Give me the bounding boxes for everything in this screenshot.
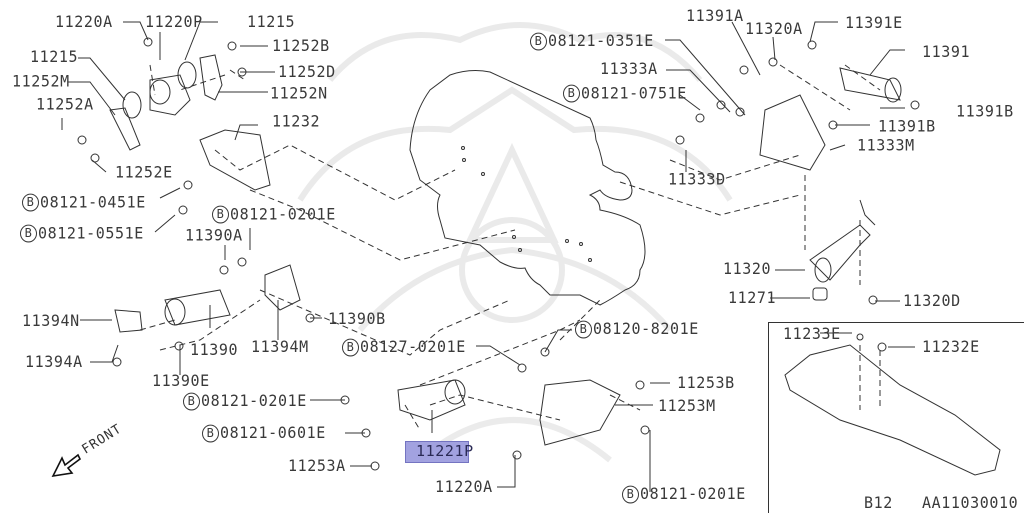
bracket-11394N — [114, 309, 143, 333]
diagram-id-label: AA11030010 — [922, 493, 1019, 513]
part-label-11220A[interactable]: 11220A — [55, 12, 113, 32]
part-label-11391B-right[interactable]: 11391B — [956, 101, 1014, 121]
bracket-11232 — [199, 129, 271, 191]
part-label-11232E[interactable]: 11232E — [922, 337, 980, 357]
part-label-11271[interactable]: 11271 — [728, 288, 777, 308]
bolt-b-icon: B — [212, 205, 229, 224]
part-label-11394N[interactable]: 11394N — [22, 311, 80, 331]
highlighted-part-box[interactable] — [405, 441, 469, 463]
part-label-11390[interactable]: 11390 — [190, 340, 239, 360]
part-label-11232[interactable]: 11232 — [272, 111, 321, 131]
part-label-11233E[interactable]: 11233E — [783, 324, 841, 344]
fasteners — [77, 37, 920, 471]
washer-11215-right — [177, 61, 197, 89]
part-label-11333D[interactable]: 11333D — [668, 169, 726, 189]
bolt-b-icon: B — [202, 424, 219, 443]
mount-11390 — [164, 289, 231, 326]
bolt-b-icon: B — [22, 193, 39, 212]
part-label-11390E[interactable]: 11390E — [152, 371, 210, 391]
part-label-11391A[interactable]: 11391A — [686, 6, 744, 26]
bolt-b-icon: B — [183, 392, 200, 411]
part-label-11253A[interactable]: 11253A — [288, 456, 346, 476]
part-label-11220P[interactable]: 11220P — [145, 12, 203, 32]
bolt-b-icon: B — [622, 485, 639, 504]
bolt-b-icon: B — [20, 224, 37, 243]
part-label-11252A[interactable]: 11252A — [36, 94, 94, 114]
part-label-11333A[interactable]: 11333A — [600, 59, 658, 79]
part-label-11390B[interactable]: 11390B — [328, 309, 386, 329]
bracket-11252N — [199, 54, 223, 101]
bracket-11394M — [264, 264, 301, 311]
bracket-11252M — [109, 107, 141, 151]
part-label-11253M[interactable]: 11253M — [658, 396, 716, 416]
part-label-11391B[interactable]: 11391B — [878, 116, 936, 136]
bolt-b-icon: B — [575, 320, 592, 339]
mount-11221P — [397, 379, 466, 421]
stopper-11271 — [812, 287, 828, 301]
heat-shield — [784, 344, 1001, 476]
part-label-11215-left[interactable]: 11215 — [30, 47, 79, 67]
part-label-11320D[interactable]: 11320D — [903, 291, 961, 311]
washer-11215-left — [122, 91, 142, 119]
part-label-11320A[interactable]: 11320A — [745, 19, 803, 39]
inset-heat-shield-box — [768, 322, 1024, 513]
part-label-11220A-lower[interactable]: 11220A — [435, 477, 493, 497]
part-label-11391E[interactable]: 11391E — [845, 13, 903, 33]
bracket-11253M — [539, 379, 621, 446]
part-label-11252N[interactable]: 11252N — [270, 83, 328, 103]
bolt-b-icon: B — [530, 32, 547, 51]
part-label-11253B[interactable]: 11253B — [677, 373, 735, 393]
bracket-11333M — [759, 94, 826, 171]
part-label-11252E[interactable]: 11252E — [115, 162, 173, 182]
bolt-b-icon: B — [342, 338, 359, 357]
part-label-11252B[interactable]: 11252B — [272, 36, 330, 56]
part-label-11390A[interactable]: 11390A — [185, 225, 243, 245]
inset-code-label: B12 — [864, 493, 893, 513]
part-label-11252M[interactable]: 11252M — [12, 71, 70, 91]
part-label-11320[interactable]: 11320 — [723, 259, 772, 279]
part-label-11394M[interactable]: 11394M — [251, 337, 309, 357]
part-label-11252D[interactable]: 11252D — [278, 62, 336, 82]
part-label-11333M[interactable]: 11333M — [857, 135, 915, 155]
part-label-11215[interactable]: 11215 — [247, 12, 296, 32]
part-label-11394A[interactable]: 11394A — [25, 352, 83, 372]
mount-11320 — [809, 224, 871, 281]
front-arrow-icon — [51, 453, 82, 478]
engine-block — [409, 70, 646, 306]
mount-11391 — [839, 67, 901, 101]
part-label-11221P[interactable]: 11221P — [416, 442, 474, 460]
part-label-11391[interactable]: 11391 — [922, 42, 971, 62]
mount-11220P — [149, 74, 191, 116]
bolt-b-icon: B — [563, 84, 580, 103]
